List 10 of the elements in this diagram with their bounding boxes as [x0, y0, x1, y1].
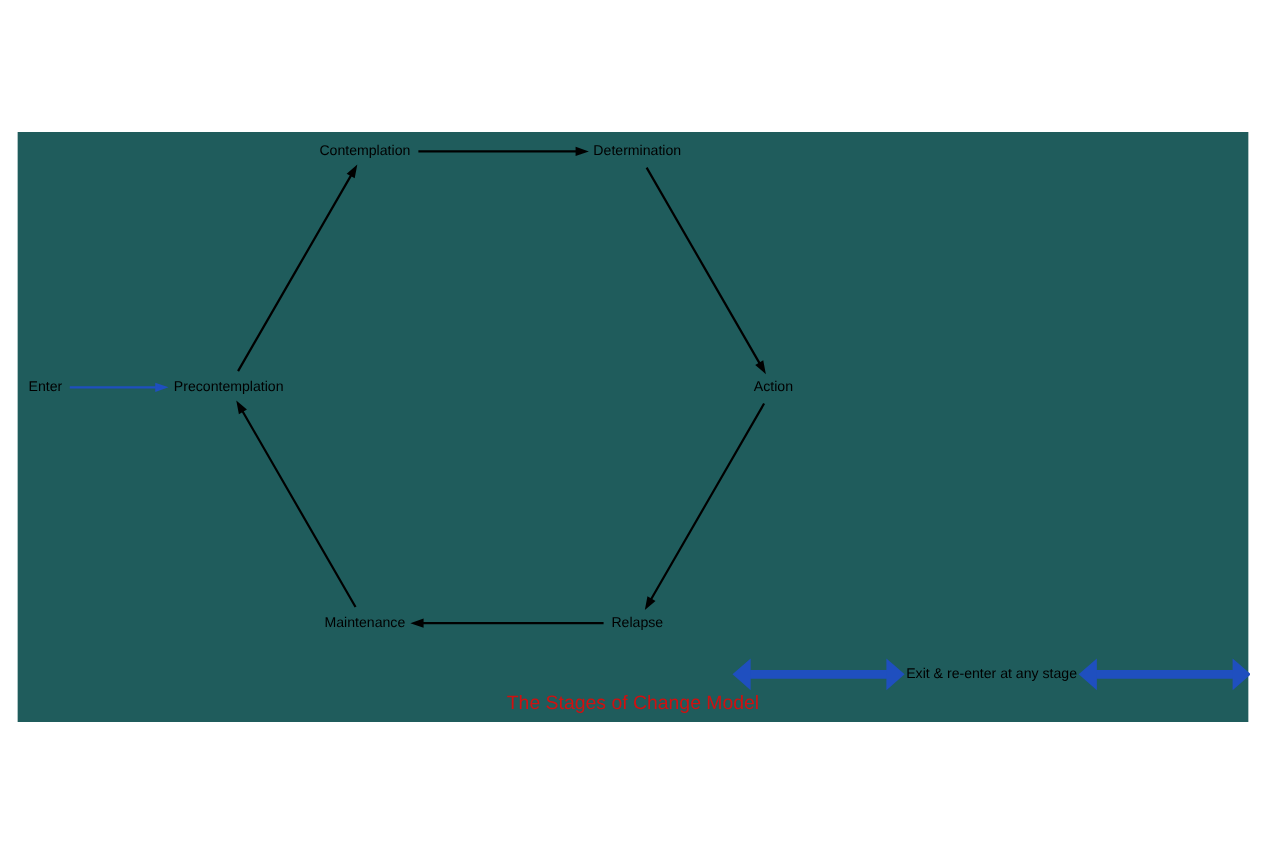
arrow	[1078, 657, 1250, 690]
arrow	[410, 617, 604, 627]
arrow	[418, 145, 589, 156]
arrow	[732, 657, 905, 690]
arrow	[69, 381, 169, 391]
arrow	[645, 166, 766, 374]
arrow	[644, 401, 766, 610]
diagram-title: The Stages of Change Model	[506, 692, 760, 715]
arrow	[237, 163, 358, 371]
arrow	[236, 399, 357, 607]
